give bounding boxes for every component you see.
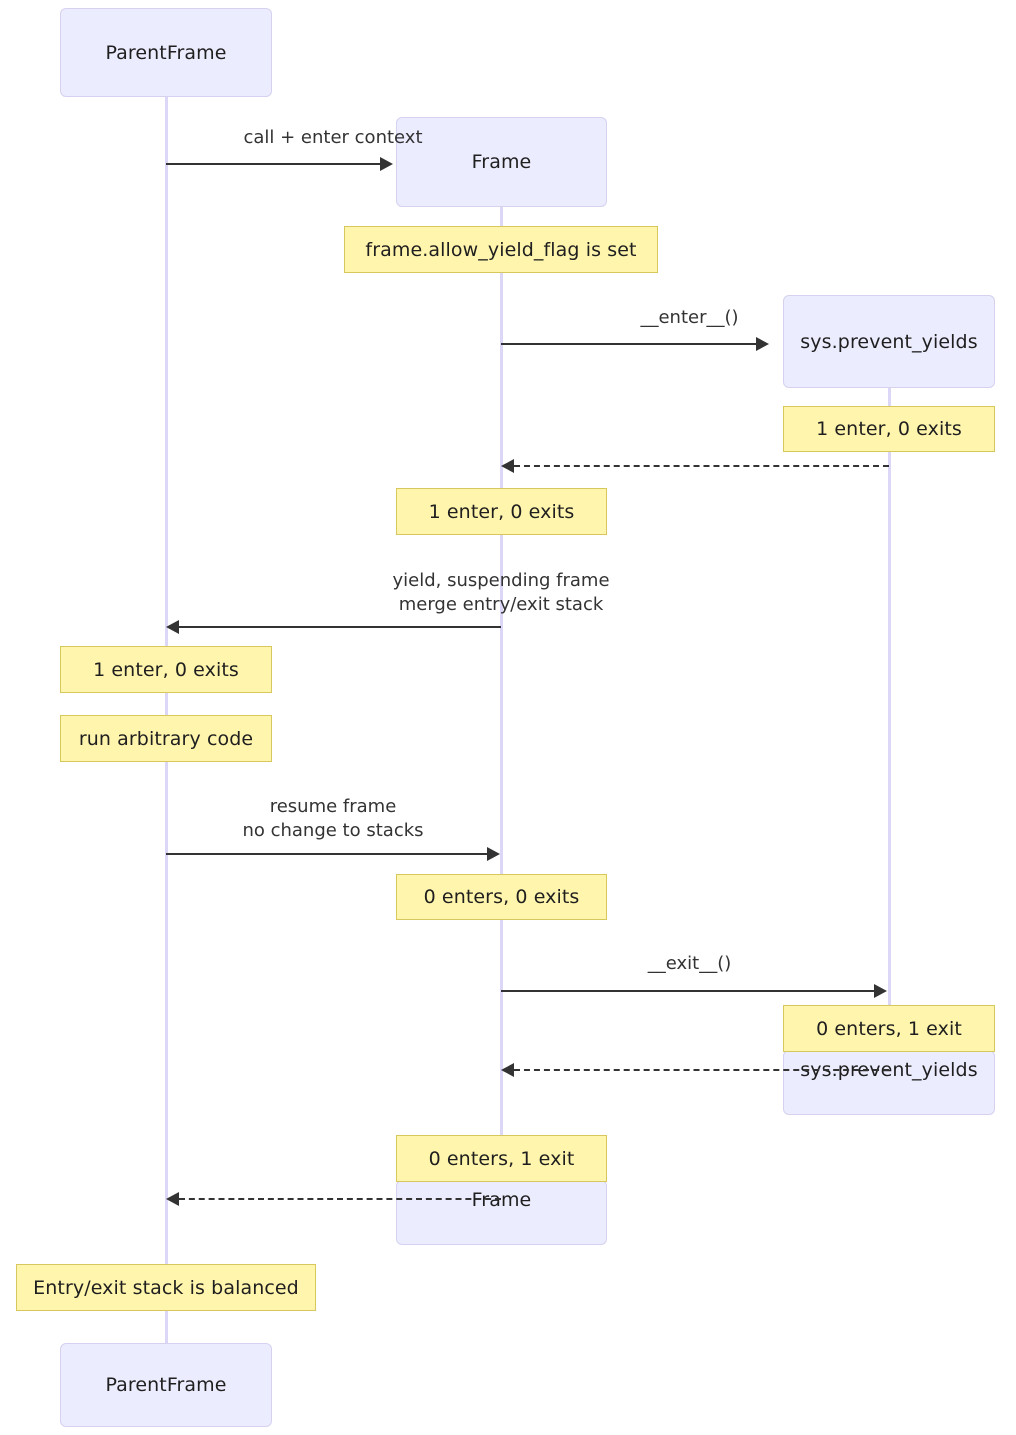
message-arrowhead-enter-call [756,337,769,351]
note-text: 1 enter, 0 exits [816,418,962,440]
note-frame-1-enter-0-exits: 1 enter, 0 exits [396,488,607,535]
note-text: 0 enters, 1 exit [816,1017,962,1040]
note-parent-1-enter-0-exits: 1 enter, 0 exits [60,646,272,693]
note-text: frame.allow_yield_flag is set [365,238,637,261]
message-label-line1: resume frame [269,796,397,817]
message-line-enter-call [501,343,757,345]
actor-label: sys.prevent_yields [800,330,978,353]
actor-frame-top[interactable]: Frame [396,117,607,207]
message-line-yield-suspend [179,626,501,628]
actor-sys-prevent-yields-bottom[interactable]: sys.prevent_yields [783,1050,995,1115]
note-prevent-0-enters-1-exit: 0 enters, 1 exit [783,1005,995,1052]
actor-sys-prevent-yields-top[interactable]: sys.prevent_yields [783,295,995,388]
message-line-frame-return [179,1198,501,1200]
message-label-call-enter-context: call + enter context [243,127,423,148]
message-line-exit-call [501,990,875,992]
message-label-line1: yield, suspending frame [392,570,610,591]
message-arrowhead-yield-suspend [166,620,179,634]
note-text: 0 enters, 0 exits [423,886,580,908]
message-label-enter-call: __enter__() [640,307,739,328]
actor-label: Frame [471,1189,532,1211]
message-line-resume-frame [166,853,488,855]
note-frame-0-enters-0-exits: 0 enters, 0 exits [396,874,607,920]
note-frame-allow-yield-flag: frame.allow_yield_flag is set [344,226,658,273]
lifeline-frame [500,207,503,1185]
note-prevent-1-enter-0-exits: 1 enter, 0 exits [783,406,995,452]
message-label-resume-frame: resume frame no change to stacks [168,795,498,844]
note-text: Entry/exit stack is balanced [33,1276,299,1299]
actor-label: ParentFrame [105,1374,227,1396]
message-label-yield-suspend: yield, suspending frame merge entry/exit … [168,569,834,618]
message-line-exit-return [514,1069,889,1071]
actor-parentframe-top[interactable]: ParentFrame [60,8,272,97]
note-run-arbitrary-code: run arbitrary code [60,715,272,762]
message-line-enter-return [514,465,889,467]
lifeline-sys-prevent-yields [888,388,891,1051]
message-arrowhead-call-enter-context [380,157,393,171]
message-arrowhead-resume-frame [487,847,500,861]
note-frame-0-enters-1-exit: 0 enters, 1 exit [396,1135,607,1182]
note-text: run arbitrary code [78,727,254,750]
actor-label: ParentFrame [105,41,227,64]
message-label-line2: no change to stacks [242,820,424,842]
note-text: 1 enter, 0 exits [93,658,239,681]
message-line-call-enter-context [166,163,381,165]
message-arrowhead-exit-return [501,1063,514,1077]
message-label-line2: merge entry/exit stack [398,594,604,616]
actor-parentframe-bottom[interactable]: ParentFrame [60,1343,272,1427]
message-label-exit-call: __exit__() [647,953,732,974]
note-text: 0 enters, 1 exit [428,1147,575,1170]
actor-label: Frame [471,151,532,173]
note-entry-exit-stack-balanced: Entry/exit stack is balanced [16,1264,316,1311]
message-arrowhead-enter-return [501,459,514,473]
actor-frame-bottom[interactable]: Frame [396,1180,607,1245]
message-arrowhead-frame-return [166,1192,179,1206]
message-arrowhead-exit-call [874,984,887,998]
note-text: 1 enter, 0 exits [428,500,575,523]
